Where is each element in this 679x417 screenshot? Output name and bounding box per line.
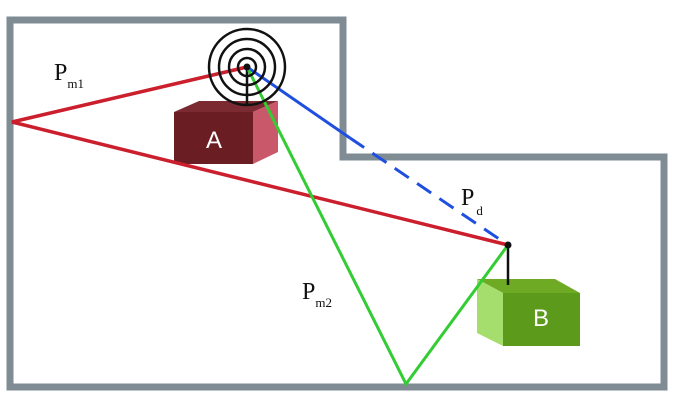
box-a-front-face [174,112,253,164]
transmitter-antenna-icon [207,27,287,107]
multipath-m2-line [245,66,510,387]
receiver-antenna-icon [504,241,512,249]
label-pm2-sub: m2 [315,295,332,310]
label-pm2: Pm2 [302,279,332,310]
box-b: B [477,279,580,346]
box-a-side-face [253,101,278,164]
label-pd-main: P [461,185,474,211]
box-b-top-face [477,279,580,293]
label-pm2-main: P [302,279,315,305]
box-b-side-face [477,279,503,346]
label-pd-sub: d [476,203,483,218]
direct-path-dashed-segment [349,136,509,247]
label-pm1-sub: m1 [67,76,84,91]
box-a-letter: A [206,127,222,154]
label-pm1-main: P [54,60,67,86]
box-b-letter: B [533,305,549,332]
box-a: A [174,101,278,164]
multipath-m1-line [11,65,509,247]
direct-path-solid-segment [246,65,351,140]
box-b-front-face [503,293,580,346]
transmitter-antenna-point [243,63,251,71]
room-wall [6,16,668,391]
label-pm1: Pm1 [54,60,84,91]
